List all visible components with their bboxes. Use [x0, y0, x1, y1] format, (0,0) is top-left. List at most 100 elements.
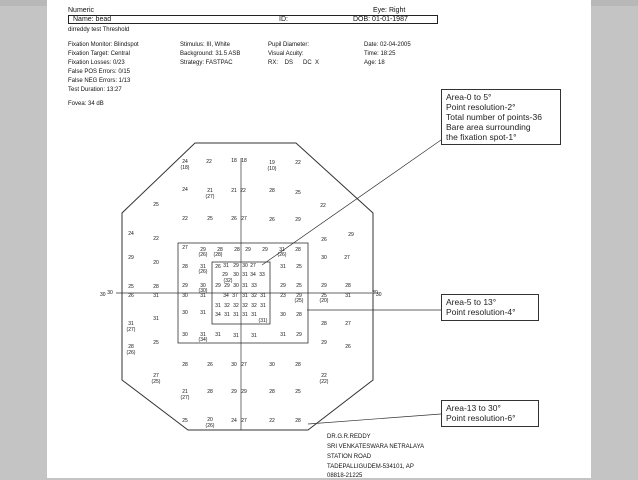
threshold-value: 28 — [217, 247, 223, 253]
threshold-value: 25 — [153, 202, 159, 208]
threshold-value: 28 — [295, 418, 301, 424]
threshold-value: 26 — [231, 216, 237, 222]
param-fixation-losses: Fixation Losses: 0/23 — [68, 60, 125, 66]
footer-road: STATION ROAD — [327, 454, 372, 460]
param-stimulus: Stimulus: III, White — [180, 42, 231, 48]
threshold-value: (25) — [295, 298, 304, 304]
threshold-value: 26 — [269, 217, 275, 223]
threshold-value: 27 — [153, 373, 159, 379]
threshold-value: (34) — [199, 337, 208, 343]
threshold-value: (18) — [181, 165, 190, 171]
threshold-value: 21 — [231, 188, 237, 194]
annot-line: Area-5 to 13° — [446, 297, 497, 307]
patient-name: Name: bead — [73, 16, 112, 23]
threshold-value: 32 — [233, 303, 239, 309]
threshold-value: 28 — [345, 283, 351, 289]
threshold-value: 27 — [345, 321, 351, 327]
threshold-value: 31 — [279, 247, 285, 253]
threshold-value: 27 — [241, 216, 247, 222]
eye-label: Eye: Right — [373, 7, 406, 14]
threshold-value: 25 — [295, 389, 301, 395]
threshold-value: 29 — [231, 389, 237, 395]
threshold-value: 26 — [207, 362, 213, 368]
threshold-value: 25 — [295, 190, 301, 196]
threshold-value: 28 — [269, 389, 275, 395]
threshold-value: (27) — [206, 194, 215, 200]
threshold-value: 33 — [259, 272, 265, 278]
threshold-value: 29 — [182, 283, 188, 289]
threshold-value: (10) — [268, 166, 277, 172]
threshold-value: 28 — [321, 321, 327, 327]
threshold-value: 31 — [200, 293, 206, 299]
annotation-area-0-5: Area-0 to 5° Point resolution-2° Total n… — [441, 89, 561, 145]
param-fixation-monitor: Fixation Monitor: Blindspot — [68, 42, 139, 48]
threshold-value: 25 — [296, 264, 302, 270]
threshold-value: 29 — [321, 283, 327, 289]
threshold-value: 21 — [207, 188, 213, 194]
param-strategy: Strategy: FASTPAC — [180, 60, 233, 66]
threshold-value: 34 — [250, 272, 256, 278]
leader-line-area-13-30 — [307, 413, 442, 425]
threshold-value: 28 — [128, 344, 134, 350]
threshold-value: 22 — [182, 216, 188, 222]
param-age: Age: 18 — [364, 60, 385, 66]
threshold-value: 34 — [223, 293, 229, 299]
threshold-value: 29 — [296, 332, 302, 338]
threshold-value: 25 — [128, 284, 134, 290]
annot-line: the fixation spot-1° — [446, 132, 517, 142]
threshold-value: (22) — [320, 379, 329, 385]
threshold-value: 18 — [241, 158, 247, 164]
param-rx: RX: DS DC X — [268, 60, 320, 66]
axis-label-right: 30 — [376, 292, 382, 298]
threshold-value: (31) — [259, 318, 268, 324]
patient-row: Name: bead ID: DOB: 01-01-1987 — [68, 15, 438, 24]
outer-boundary-13-30 — [121, 142, 374, 431]
annot-line: Area-13 to 30° — [446, 403, 501, 413]
threshold-value: (26) — [127, 350, 136, 356]
threshold-value: 32 — [251, 303, 257, 309]
param-background: Background: 31.5 ASB — [180, 51, 241, 57]
threshold-value: 30 — [372, 290, 378, 296]
threshold-value: 22 — [206, 159, 212, 165]
threshold-value: 29 — [200, 247, 206, 253]
threshold-value: 30 — [107, 290, 113, 296]
footer-clinic: SRI VENKATESWARA NETRALAYA — [327, 444, 425, 450]
threshold-value: 37 — [232, 293, 238, 299]
threshold-value: 30 — [231, 362, 237, 368]
threshold-value: 20 — [207, 417, 213, 423]
threshold-value: 31 — [242, 312, 248, 318]
threshold-value: 29 — [296, 293, 302, 299]
threshold-value: 30 — [200, 283, 206, 289]
threshold-value: 22 — [240, 188, 246, 194]
threshold-value: 33 — [251, 283, 257, 289]
threshold-value: (26) — [199, 269, 208, 275]
threshold-value: (26) — [278, 252, 287, 258]
threshold-value: 31 — [260, 293, 266, 299]
threshold-value: 20 — [153, 260, 159, 266]
threshold-value: (27) — [127, 327, 136, 333]
threshold-value: 24 — [231, 418, 237, 424]
threshold-value: (28) — [214, 252, 223, 258]
param-fovea: Fovea: 34 dB — [68, 101, 104, 107]
threshold-value: 31 — [280, 332, 286, 338]
threshold-value: 28 — [182, 264, 188, 270]
threshold-value: 32 — [251, 293, 257, 299]
threshold-value: 29 — [233, 263, 239, 269]
threshold-value: 27 — [182, 245, 188, 251]
annot-line: Point resolution-2° — [446, 102, 516, 112]
threshold-value: 31 — [233, 333, 239, 339]
threshold-value: 19 — [269, 160, 275, 166]
threshold-value: 30 — [182, 310, 188, 316]
threshold-value: 30 — [233, 283, 239, 289]
annotation-area-13-30: Area-13 to 30° Point resolution-6° — [441, 400, 539, 427]
threshold-value: 26 — [321, 237, 327, 243]
threshold-value: 26 — [215, 264, 221, 270]
threshold-value: 22 — [321, 373, 327, 379]
threshold-value: 32 — [242, 303, 248, 309]
threshold-value: 29 — [128, 255, 134, 261]
footer-doctor: DR.G.R.REDDY — [327, 434, 371, 440]
annot-line: Area-0 to 5° — [446, 92, 492, 102]
threshold-value: 30 — [182, 293, 188, 299]
